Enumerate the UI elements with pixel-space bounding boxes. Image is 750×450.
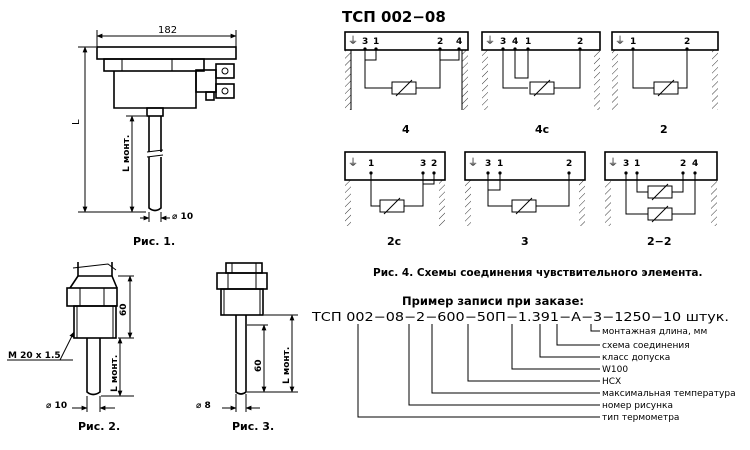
fig1-diameter: ⌀ 10	[172, 212, 193, 222]
order-example: Пример записи при заказе: ТСП 002−08−2−6…	[311, 294, 736, 423]
scheme-2c-terminal: 2	[431, 159, 437, 169]
scheme-4c-terminal: 2	[577, 37, 583, 47]
fig3-dim-60: 60	[254, 359, 264, 372]
scheme-2-2-terminal: 1	[634, 159, 640, 169]
order-legend-item: класс допуска	[602, 353, 670, 363]
order-code: ТСП 002−08−2−600−50П−1.391−А−3−1250−10 ш…	[311, 310, 729, 324]
scheme-2c-label: 2с	[387, 235, 401, 248]
scheme-3: ⏚ 3 1 2 3	[464, 151, 586, 248]
scheme-3-label: 3	[521, 235, 529, 248]
scheme-4c-terminal: 1	[525, 37, 531, 47]
fig2-caption: Рис. 2.	[78, 420, 120, 433]
scheme-2-2: ⏚ 3 1 2 4 2−2	[604, 151, 718, 248]
fig1-caption: Рис. 1.	[133, 235, 175, 248]
fig2-diameter: ⌀ 10	[46, 401, 67, 411]
fig3-length-mount: L монт.	[282, 347, 292, 384]
scheme-4-label: 4	[402, 123, 410, 136]
ground-icon: ⏚	[348, 35, 358, 47]
ground-icon: ⏚	[468, 157, 478, 169]
order-legend-item: номер рисунка	[602, 401, 673, 411]
scheme-4-terminal: 1	[373, 37, 379, 47]
order-heading: Пример записи при заказе:	[402, 294, 584, 308]
order-legend-item: максимальная температура	[602, 389, 736, 399]
scheme-4c-terminal: 3	[500, 37, 506, 47]
order-legend-item: монтажная длина, мм	[602, 327, 707, 337]
scheme-4c-label: 4с	[535, 123, 549, 136]
order-legend-item: схема соединения	[602, 341, 690, 351]
fig2-dim-60: 60	[119, 303, 129, 316]
scheme-3-terminal: 1	[497, 159, 503, 169]
scheme-4: ⏚ 3 1 2 4 4	[344, 31, 469, 136]
scheme-2-label: 2	[660, 123, 668, 136]
scheme-2-2-label: 2−2	[647, 235, 672, 248]
scheme-2-terminal: 1	[630, 37, 636, 47]
scheme-2: ⏚ 1 2 2	[611, 31, 719, 136]
ground-icon: ⏚	[608, 157, 618, 169]
schemes-caption: Рис. 4. Схемы соединения чувствительного…	[373, 267, 703, 279]
scheme-4c: ⏚ 3 4 1 2 4с	[481, 31, 601, 136]
fig2-thread: M 20 x 1.5	[8, 351, 61, 361]
scheme-2-2-terminal: 4	[692, 159, 698, 169]
fig3-caption: Рис. 3.	[232, 420, 274, 433]
scheme-2c-terminal: 1	[368, 159, 374, 169]
ground-icon: ⏚	[485, 35, 495, 47]
fig1-length-total: L	[71, 119, 82, 125]
scheme-2-2-terminal: 3	[623, 159, 629, 169]
scheme-2-terminal: 2	[684, 37, 690, 47]
figure-3: 60 L монт. ⌀ 8 Рис. 3.	[196, 262, 298, 433]
scheme-4c-terminal: 4	[512, 37, 518, 47]
page-title: ТСП 002−08	[342, 8, 446, 26]
scheme-2-2-terminal: 2	[680, 159, 686, 169]
scheme-2c: ⏚ 1 3 2 2с	[344, 151, 446, 248]
order-legend-item: НСХ	[602, 377, 621, 387]
order-legend-item: W100	[602, 365, 628, 375]
scheme-3-terminal: 3	[485, 159, 491, 169]
scheme-4-terminal: 2	[437, 37, 443, 47]
figure-2: 60 L монт. M 20 x 1.5 ⌀ 10 Рис. 2.	[7, 262, 134, 433]
scheme-2c-terminal: 3	[420, 159, 426, 169]
scheme-4-terminal: 3	[362, 37, 368, 47]
fig3-diameter: ⌀ 8	[196, 401, 211, 411]
figure-1: 182 L L монт. ⌀ 10	[71, 25, 237, 248]
ground-icon: ⏚	[615, 35, 625, 47]
fig1-length-mount: L монт.	[122, 135, 132, 172]
fig1-width-dim: 182	[158, 25, 177, 36]
ground-icon: ⏚	[348, 157, 358, 169]
fig2-length-mount: L монт.	[110, 355, 120, 392]
scheme-3-terminal: 2	[566, 159, 572, 169]
order-legend-item: тип термометра	[602, 413, 679, 423]
scheme-4-terminal: 4	[456, 37, 462, 47]
